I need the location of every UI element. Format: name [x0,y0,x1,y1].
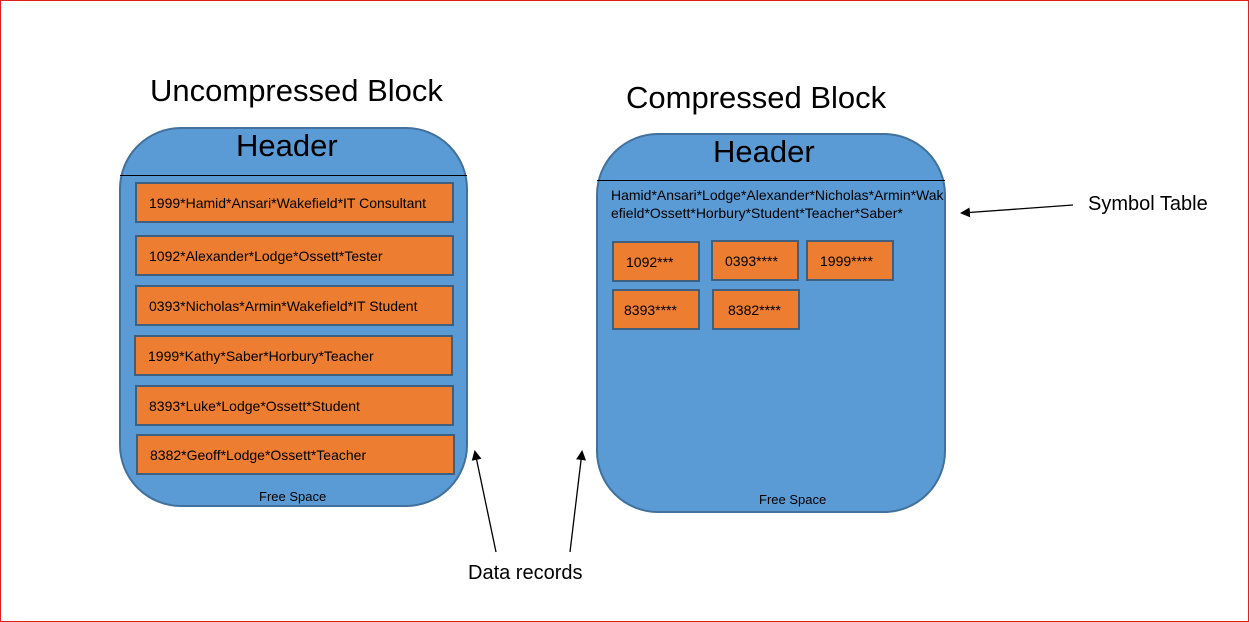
uncompressed-free-space: Free Space [259,489,327,504]
uncompressed-record: 0393*Nicholas*Armin*Wakefield*IT Student [135,285,454,326]
uncompressed-header-divider [120,175,467,176]
compressed-record: 1999**** [806,240,894,281]
data-records-arrow-right [569,450,587,553]
uncompressed-record: 1999*Hamid*Ansari*Wakefield*IT Consultan… [135,182,454,223]
uncompressed-block-title: Uncompressed Block [150,73,443,108]
symbol-table-arrow [960,204,1074,218]
data-records-label: Data records [468,562,583,584]
uncompressed-header: Header [236,128,338,163]
uncompressed-record: 1999*Kathy*Saber*Horbury*Teacher [134,335,453,376]
data-records-arrow-left [471,450,497,553]
compressed-free-space: Free Space [759,492,827,507]
uncompressed-record: 8382*Geoff*Lodge*Ossett*Teacher [136,434,455,475]
compressed-record: 8393**** [612,289,700,330]
compressed-header: Header [713,134,815,169]
compressed-header-divider [597,180,945,181]
compressed-record: 1092*** [612,241,700,282]
compressed-block-title: Compressed Block [626,80,887,115]
compressed-record: 8382**** [712,289,800,330]
uncompressed-record: 8393*Luke*Lodge*Ossett*Student [135,385,454,426]
symbol-table-label: Symbol Table [1088,193,1208,215]
compressed-record: 0393**** [711,240,799,281]
uncompressed-record: 1092*Alexander*Lodge*Ossett*Tester [135,235,454,276]
symbol-table-text: Hamid*Ansari*Lodge*Alexander*Nicholas*Ar… [611,187,944,221]
